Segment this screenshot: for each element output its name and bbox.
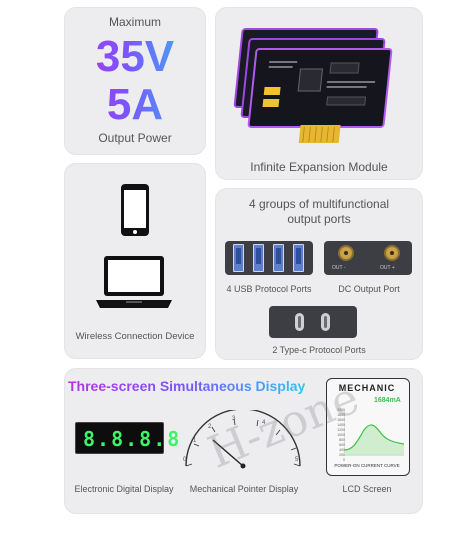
lcd-y-tick: 400 xyxy=(339,448,345,452)
wireless-card: Wireless Connection Device xyxy=(64,163,206,359)
ports-title-line2: output ports xyxy=(287,212,351,226)
lcd-y-tick: 1400 xyxy=(337,423,345,427)
lcd-y-tick: 2000 xyxy=(337,408,345,412)
typec-ports-label: 2 Type-c Protocol Ports xyxy=(272,345,366,355)
dc-port-panel: OUT - OUT + xyxy=(324,241,412,275)
lcd-y-tick: 600 xyxy=(339,443,345,447)
usb-port-icon xyxy=(273,244,284,272)
digital-display-value: 8.8.8.8 xyxy=(83,427,182,451)
power-card: Maximum 35V 5A Output Power xyxy=(64,7,206,155)
lcd-y-tick: 0 xyxy=(343,458,345,462)
lcd-brand: MECHANIC xyxy=(338,383,396,393)
lcd-y-tick: 200 xyxy=(339,453,345,457)
dc-out-minus-label: OUT - xyxy=(332,265,346,271)
dial-tick-0: 0 xyxy=(183,457,187,463)
digital-display xyxy=(75,422,164,454)
usb-port-icon xyxy=(253,244,264,272)
display-title: Three-screen Simultaneous Display xyxy=(68,378,306,394)
lcd-y-tick: 1800 xyxy=(337,413,345,417)
lcd-y-tick: 1200 xyxy=(337,428,345,432)
usb-port-icon xyxy=(293,244,304,272)
dial-tick-2: 2 xyxy=(208,424,212,430)
power-voltage: 35V xyxy=(64,33,206,81)
expansion-card: Infinite Expansion Module xyxy=(215,7,423,180)
wireless-label: Wireless Connection Device xyxy=(75,331,195,342)
power-amperage: 5A xyxy=(64,81,206,129)
usb-port-icon xyxy=(233,244,244,272)
ports-card: 4 groups of multifunctional output ports… xyxy=(215,188,423,360)
dial-tick-5: 5 xyxy=(295,457,299,463)
dial-tick-3: 3 xyxy=(232,416,236,422)
pointer-display-label: Mechanical Pointer Display xyxy=(189,484,299,494)
lcd-screen-label: LCD Screen xyxy=(342,484,392,494)
dc-out-plus-label: OUT + xyxy=(380,265,395,271)
typec-port-icon xyxy=(295,313,304,331)
pointer-dial-icon xyxy=(185,410,301,469)
dc-port-icon xyxy=(386,247,398,259)
lcd-current-curve xyxy=(344,410,404,456)
dial-tick-1: 1 xyxy=(193,438,197,444)
usb-port-panel xyxy=(225,241,313,275)
usb-ports-label: 4 USB Protocol Ports xyxy=(226,284,312,294)
typec-port-panel xyxy=(269,306,357,338)
expansion-label: Infinite Expansion Module xyxy=(250,160,388,174)
lcd-reading: 1684mA xyxy=(374,397,401,404)
dc-port-label: DC Output Port xyxy=(338,284,400,294)
power-bottom-label: Output Power xyxy=(98,131,172,145)
digital-display-label: Electronic Digital Display xyxy=(74,484,174,494)
lcd-y-tick: 1600 xyxy=(337,418,345,422)
ports-title-line1: 4 groups of multifunctional xyxy=(248,197,390,211)
dc-port-icon xyxy=(340,247,352,259)
dial-tick-4: 4 xyxy=(262,420,266,426)
smartphone-icon xyxy=(121,184,149,236)
lcd-y-tick: 1000 xyxy=(337,433,345,437)
typec-port-icon xyxy=(321,313,330,331)
circuit-board-icon xyxy=(233,28,393,143)
laptop-icon xyxy=(96,256,172,308)
power-top-label: Maximum xyxy=(108,15,161,29)
lcd-caption: POWER-ON CURRENT CURVE xyxy=(334,463,400,468)
lcd-y-tick: 800 xyxy=(339,438,345,442)
